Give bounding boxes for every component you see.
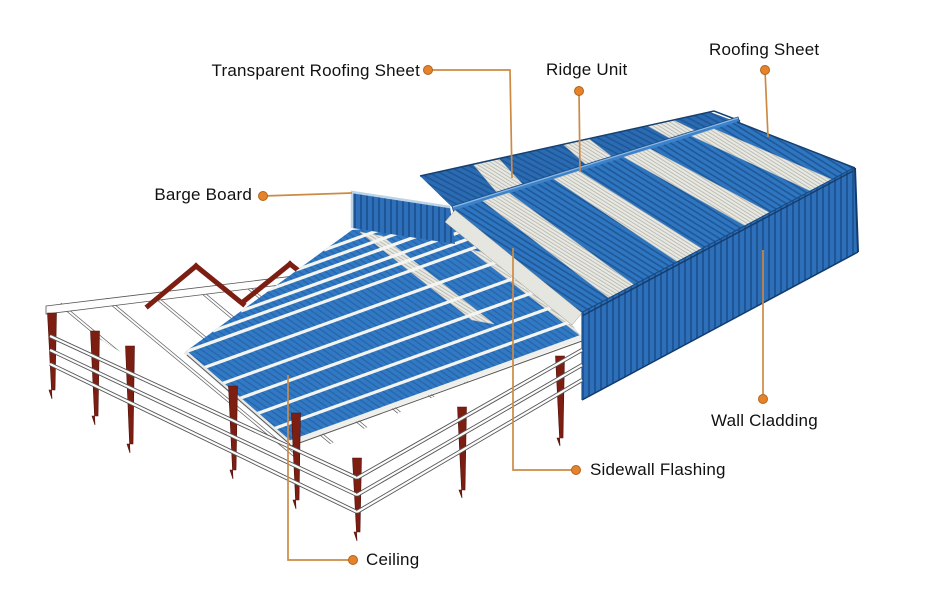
roofing-sheet-surface xyxy=(455,122,855,313)
near-roof-slope xyxy=(455,121,856,314)
ceiling-panel-surface xyxy=(185,222,582,443)
label-roofing-sheet: Roofing Sheet xyxy=(709,40,820,59)
barge-board-trim xyxy=(350,190,451,228)
anchor-dot-ridge-unit xyxy=(574,86,584,96)
label-barge-board: Barge Board xyxy=(154,185,252,204)
label-ridge-unit: Ridge Unit xyxy=(546,60,628,79)
wall-girts xyxy=(49,334,584,514)
ceiling-panels xyxy=(183,222,583,447)
wall-corner-edge xyxy=(854,167,859,253)
ceiling-gable-edge xyxy=(186,354,293,447)
ceiling-eave-fascia xyxy=(289,334,583,446)
far-eave-silhouette xyxy=(419,110,741,177)
frame-columns-and-girts xyxy=(47,312,584,542)
leader-line-sidewall-flashing xyxy=(512,248,576,471)
anchor-dot-roofing-sheet xyxy=(760,65,770,75)
wall-bottom-edge xyxy=(581,251,859,401)
barge-board-face xyxy=(350,190,455,244)
label-ceiling: Ceiling xyxy=(366,550,420,569)
leader-line-ceiling xyxy=(287,375,353,561)
label-wall-cladding: Wall Cladding xyxy=(711,411,818,430)
label-transparent-roofing-sheet: Transparent Roofing Sheet xyxy=(211,61,420,80)
leader-line-barge-board xyxy=(262,192,353,197)
anchor-dot-ceiling xyxy=(348,555,358,565)
label-sidewall-flashing: Sidewall Flashing xyxy=(590,460,726,479)
leader-lines xyxy=(258,65,770,565)
anchor-dot-barge-board xyxy=(258,191,268,201)
leader-line-transparent-roofing-sheet xyxy=(428,69,513,179)
anchor-dot-wall-cladding xyxy=(758,394,768,404)
leader-line-ridge-unit xyxy=(578,90,581,173)
leader-line-roofing-sheet xyxy=(764,69,769,138)
ceiling-eave-edge xyxy=(290,340,583,447)
wall-top-shadow xyxy=(581,170,854,317)
anchor-dot-transparent-roofing-sheet xyxy=(423,65,433,75)
anchor-dot-sidewall-flashing xyxy=(571,465,581,475)
wall-cladding-surface xyxy=(581,167,859,401)
far-gable-edge xyxy=(736,121,856,169)
